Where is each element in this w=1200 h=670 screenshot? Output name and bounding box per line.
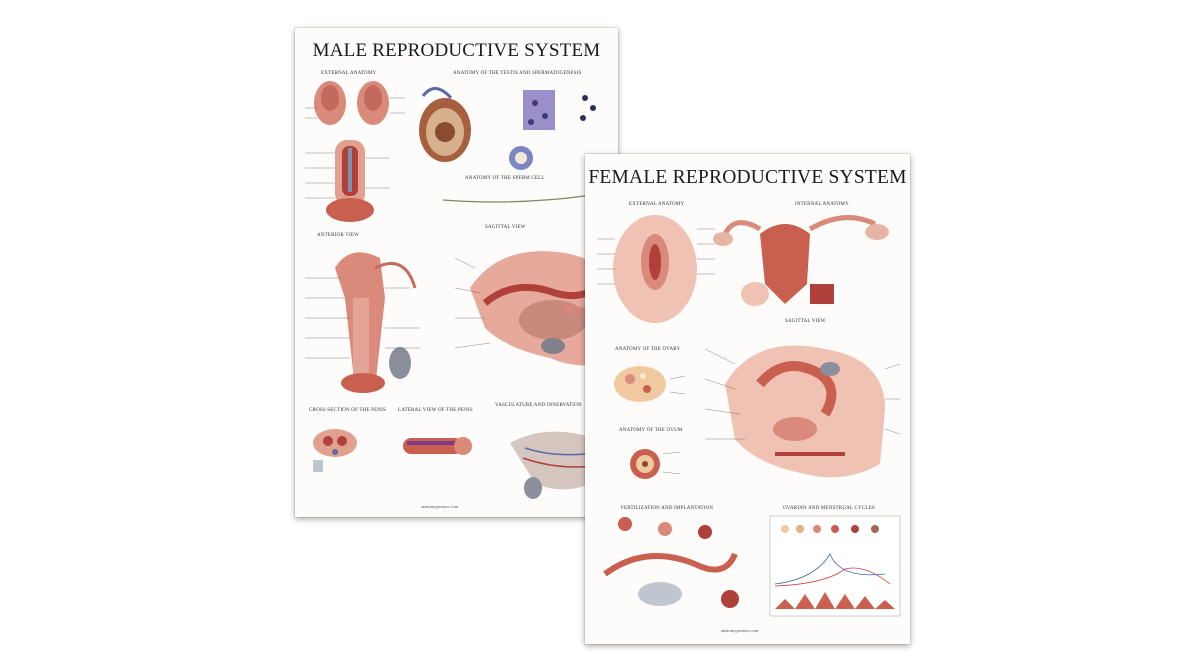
section-label-ovum: ANATOMY OF THE OVUM (619, 428, 683, 433)
cross-section-illustration (313, 429, 357, 472)
section-label-sagittal-view: SAGITTAL VIEW (485, 225, 526, 230)
anterior-view-illustration (335, 252, 417, 393)
section-label-external-anatomy: EXTERNAL ANATOMY (321, 71, 377, 76)
sagittal-view-illustration (725, 345, 885, 478)
section-label-testis: ANATOMY OF THE TESTIS AND SPERMATOGENESI… (453, 71, 582, 76)
section-label-internal-anatomy: INTERNAL ANATOMY (795, 202, 849, 207)
external-anatomy-illustration (613, 215, 697, 323)
section-label-lateral-view: LATERAL VIEW OF THE PENIS (398, 408, 473, 413)
ovary-illustration (614, 366, 666, 402)
section-label-cross-section: CROSS SECTION OF THE PENIS (309, 408, 387, 413)
male-anatomy-illustrations (305, 81, 618, 499)
internal-anatomy-illustration (713, 215, 889, 306)
section-label-sagittal-view: SAGITTAL VIEW (785, 319, 826, 324)
poster-title: FEMALE REPRODUCTIVE SYSTEM (588, 167, 907, 188)
female-anatomy-illustrations (597, 215, 901, 617)
female-reproductive-poster: FEMALE REPRODUCTIVE SYSTEM EXTERNAL ANAT… (585, 154, 910, 644)
cycles-chart-illustration (769, 515, 901, 617)
section-label-external-anatomy: EXTERNAL ANATOMY (629, 202, 685, 207)
male-reproductive-poster: MALE REPRODUCTIVE SYSTEM EXTERNAL ANATOM… (295, 28, 618, 517)
poster-footer: anatomyposters.com (421, 504, 459, 509)
sperm-cell-illustration (442, 190, 606, 203)
section-label-cycles: OVARIAN AND MENSTRUAL CYCLES (783, 506, 875, 511)
ovum-illustration (630, 449, 660, 479)
section-label-sperm-cell: ANATOMY OF THE SPERM CELL (465, 176, 545, 181)
lateral-view-illustration (403, 437, 472, 455)
section-label-fertilization: FERTILIZATION AND IMPLANTATION (621, 506, 714, 511)
poster-footer: anatomyposters.com (721, 628, 759, 633)
section-label-anterior-view: ANTERIOR VIEW (317, 233, 360, 238)
section-label-vasculature: VASCULATURE AND INNERVATION (495, 403, 582, 408)
external-anatomy-illustration (314, 81, 389, 222)
fertilization-illustration (603, 517, 739, 608)
section-label-ovary: ANATOMY OF THE OVARY (615, 347, 681, 352)
testis-illustration (419, 87, 596, 170)
poster-title: MALE REPRODUCTIVE SYSTEM (312, 40, 601, 61)
